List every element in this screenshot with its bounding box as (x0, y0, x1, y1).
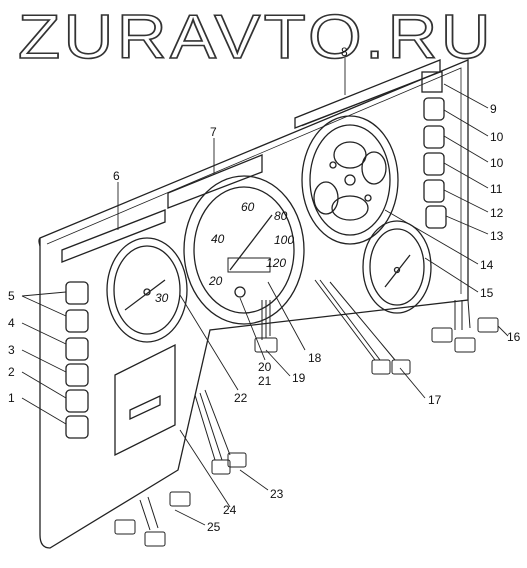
leader-lines (21, 58, 509, 526)
left-switches (65, 281, 89, 439)
callout-3: 3 (8, 343, 15, 357)
callout-labels: 1 2 3 4 5 6 7 8 9 10 10 11 12 13 14 15 1… (8, 45, 521, 534)
callout-5: 5 (8, 289, 15, 303)
right-switches (421, 71, 447, 229)
callout-16: 16 (507, 330, 521, 344)
callout-9: 9 (490, 102, 497, 116)
callout-11: 11 (490, 182, 503, 196)
callout-21: 21 (258, 374, 272, 388)
strip-7 (167, 154, 263, 209)
callout-15: 15 (480, 286, 494, 300)
strip-8 (294, 59, 441, 129)
callout-20: 20 (258, 360, 272, 374)
callout-2: 2 (8, 365, 15, 379)
callout-12: 12 (490, 206, 504, 220)
callout-1: 1 (8, 391, 15, 405)
callout-10b: 10 (490, 156, 504, 170)
callout-13: 13 (490, 229, 504, 243)
scale-120: 120 (266, 256, 286, 270)
callout-14: 14 (480, 258, 494, 272)
callout-19: 19 (292, 371, 306, 385)
watermark-logo: ZURAVTO.RU (18, 2, 494, 70)
callout-25: 25 (207, 520, 221, 534)
scale-100: 100 (274, 233, 294, 247)
right-gauge (362, 220, 432, 314)
svg-text:ZURAVTO.RU: ZURAVTO.RU (18, 3, 494, 70)
callout-24: 24 (223, 503, 237, 517)
callout-6: 6 (113, 169, 120, 183)
callout-18: 18 (308, 351, 322, 365)
strip-6 (61, 209, 166, 263)
scale-80: 80 (274, 209, 288, 223)
callout-17: 17 (428, 393, 442, 407)
module-24 (114, 343, 176, 457)
callout-23: 23 (270, 487, 284, 501)
callout-7: 7 (210, 125, 217, 139)
combination-gauge (301, 115, 399, 245)
speedometer-scale: 20 40 60 80 100 120 (208, 200, 294, 288)
scale-20: 20 (208, 274, 223, 288)
callout-4: 4 (8, 316, 15, 330)
callout-8: 8 (341, 45, 348, 59)
callout-22: 22 (234, 391, 248, 405)
scale-60: 60 (241, 200, 255, 214)
callout-10a: 10 (490, 130, 504, 144)
speedometer (183, 175, 305, 325)
left-gauge-scale-30: 30 (155, 291, 169, 305)
panel-body (39, 59, 469, 549)
wiring-harnesses (114, 279, 499, 547)
left-gauge (106, 237, 188, 343)
scale-40: 40 (211, 232, 225, 246)
